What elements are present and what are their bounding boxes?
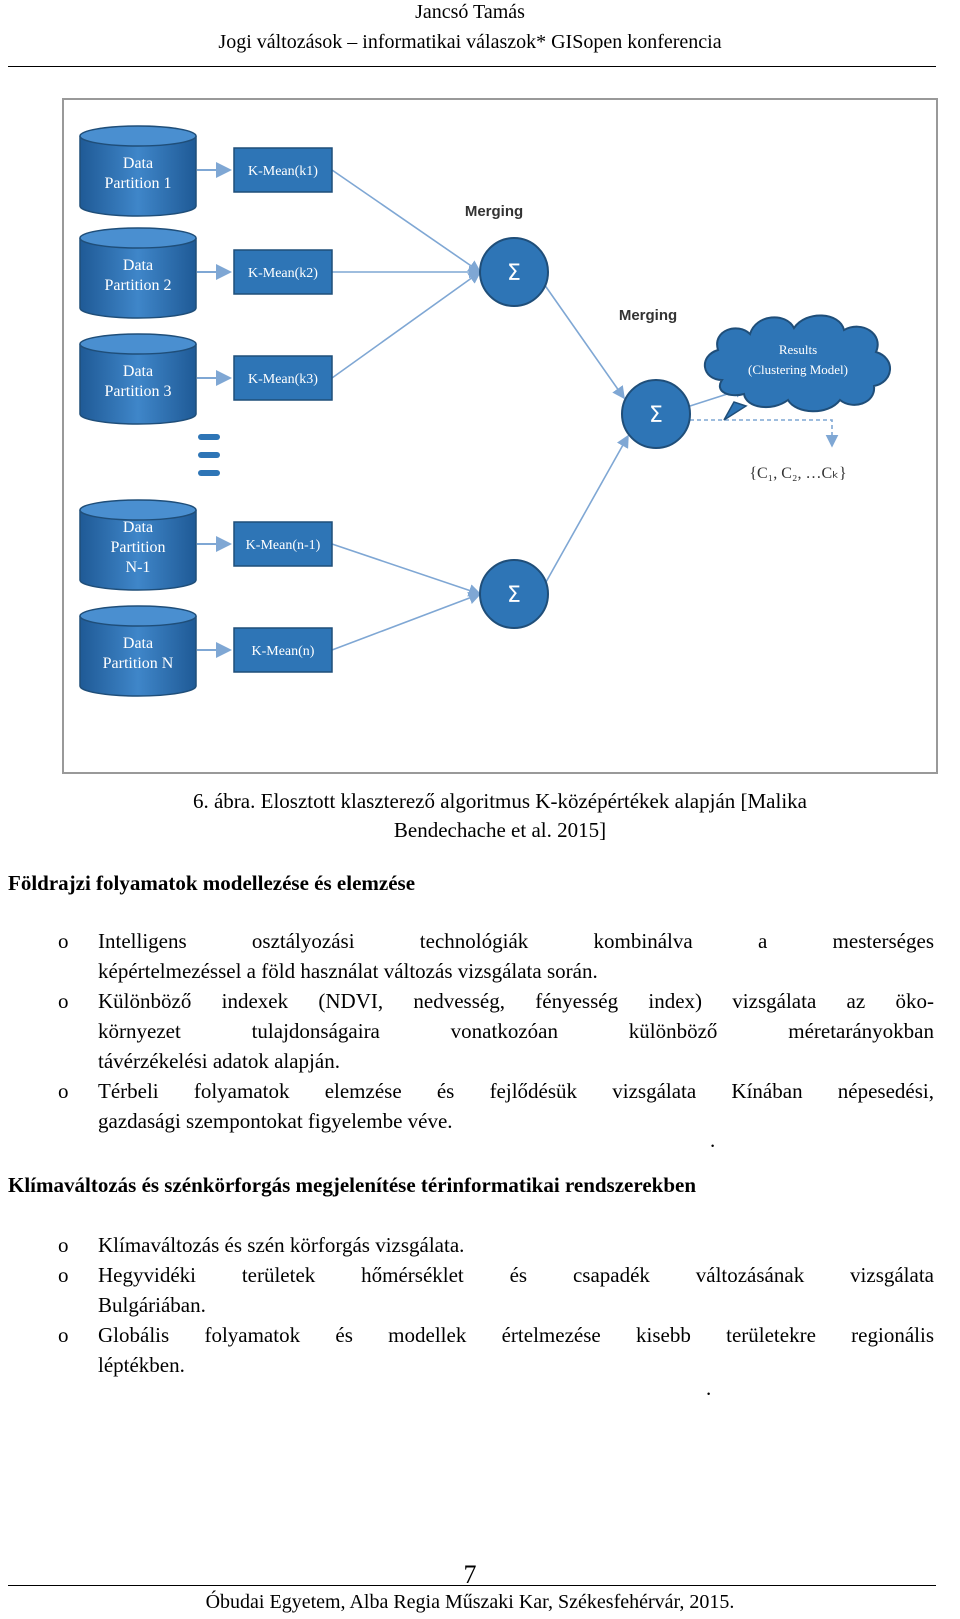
bullet-marker: o [58,1263,69,1287]
partition-label: Data [123,519,153,536]
results-cloud-icon [703,314,891,413]
partition-label: Data [123,363,153,380]
list-item: o Különböző indexek (NDVI, nedvesség, fé… [8,986,934,1076]
list-item-text-line: gazdasági szempontokat figyelembe véve. [98,1109,453,1133]
database-cylinder-top [79,227,197,249]
connector-arrow [331,543,482,597]
bullet-marker: o [58,929,69,953]
kmean-box [233,627,333,673]
database-cylinder-icon [79,136,197,217]
list-item-text-line: környezet tulajdonságaira vonatkozóan kü… [98,1019,934,1043]
running-header-title: Jogi változások – informatikai válaszok*… [218,31,722,53]
sigma-symbol: Σ [507,583,521,608]
ellipsis-dash [198,452,220,458]
list-item-text-line: léptékben. [98,1353,185,1377]
merging-label: Merging [465,203,523,220]
partition-label: Partition N [103,655,174,672]
list-item-text-line: Hegyvidéki területek hőmérséklet és csap… [98,1263,934,1287]
partition-label: Data [123,155,153,172]
sigma-node [621,379,691,449]
sigma-symbol: Σ [507,261,521,286]
database-cylinder-top [79,125,197,147]
database-cylinder-top [79,605,197,627]
merging-label: Merging [619,307,677,324]
list-item-text-line: Intelligens osztályozási technológiák ko… [98,929,934,953]
kmean-box [233,249,333,295]
kmean-label: K-Mean(k2) [248,266,318,281]
partition-label: Partition 3 [104,383,171,400]
kmean-box [233,355,333,401]
sigma-symbol: Σ [649,403,663,428]
kmean-box [233,147,333,193]
list-item-text-line: Bulgáriában. [98,1293,206,1317]
bullet-marker: o [58,1079,69,1103]
kmean-label: K-Mean(n) [252,644,315,659]
list-item-text-line: képértelmezéssel a föld használat változ… [98,959,598,983]
section-heading-climate-change: Klímaváltozás és szénkörforgás megjelení… [8,1173,696,1197]
kmean-label: K-Mean(k1) [248,164,318,179]
results-label: (Clustering Model) [748,362,848,377]
page-number: 7 [463,1560,477,1589]
partition-label: Partition 2 [104,277,171,294]
list-item-text-line: Globális folyamatok és modellek értelmez… [98,1323,934,1347]
connector-arrow [543,283,625,400]
kmean-box [233,521,333,567]
list-item-text-line: távérzékelési adatok alapján. [98,1049,340,1073]
list-item-text-line: Térbeli folyamatok elemzése és fejlődésü… [98,1079,934,1103]
results-cloud-tail [723,401,748,421]
list-item: o Térbeli folyamatok elemzése és fejlődé… [8,1076,934,1136]
clusters-set-label: {C₁, C₂, …Cₖ} [749,465,846,482]
bullet-marker: o [58,1233,69,1257]
section-heading-geographic-processes: Földrajzi folyamatok modellezése és elem… [8,871,416,895]
sigma-node [479,237,549,307]
bullet-marker: o [58,989,69,1013]
database-cylinder-top [79,499,197,521]
list-item-text-line: Különböző indexek (NDVI, nedvesség, fény… [98,989,934,1013]
connector-arrow [331,591,482,651]
kmean-label: K-Mean(k3) [248,372,318,387]
ellipsis-dash [198,470,220,476]
connector-arrow [331,169,482,273]
header-rule [8,66,936,67]
kmean-label: K-Mean(n-1) [246,538,321,553]
list-item-text-line: Klímaváltozás és szén körforgás vizsgála… [98,1233,465,1257]
connector-arrow [545,434,629,583]
partition-label: N-1 [126,559,151,576]
database-cylinder-icon [79,510,197,591]
partition-label: Partition 1 [104,175,171,192]
footer-rule [8,1585,936,1586]
list-item: o Hegyvidéki területek hőmérséklet és cs… [8,1260,934,1320]
list-item: o Intelligens osztályozási technológiák … [8,926,934,986]
sigma-node [479,559,549,629]
trailing-dot: . [706,1376,712,1400]
ellipsis-dash [198,434,220,440]
running-header-author: Jancsó Tamás [415,1,525,23]
results-label: Results [779,342,817,357]
bullet-marker: o [58,1323,69,1347]
figure-caption-line-2: Bendechache et al. 2015] [393,818,607,842]
figure-caption-line-1: 6. ábra. Elosztott klaszterező algoritmu… [192,789,807,813]
list-item: o Klímaváltozás és szén körforgás vizsgá… [8,1230,934,1260]
database-cylinder-top [79,333,197,355]
database-cylinder-icon [79,238,197,319]
database-cylinder-icon [79,344,197,425]
footer-text: Óbudai Egyetem, Alba Regia Műszaki Kar, … [205,1591,735,1613]
partition-label: Data [123,257,153,274]
database-cylinder-icon [79,616,197,697]
list-item: o Globális folyamatok és modellek értelm… [8,1320,934,1380]
partition-label: Partition [110,539,165,556]
trailing-dot: . [710,1128,716,1152]
connector-arrow [331,271,482,379]
partition-label: Data [123,635,153,652]
dashed-output-arrow [690,419,839,448]
